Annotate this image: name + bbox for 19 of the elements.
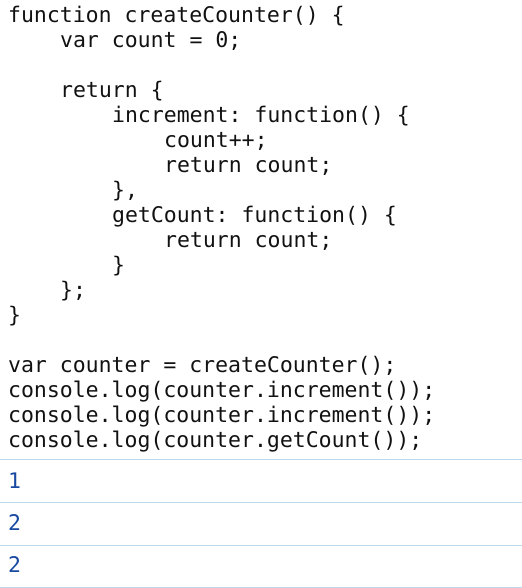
code-line: }: [112, 253, 125, 278]
code-line: return count;: [164, 228, 332, 253]
code-line: }: [8, 303, 21, 328]
code-line: var counter = createCounter();: [8, 353, 396, 378]
code-line: return count;: [164, 153, 332, 178]
code-line: var count = 0;: [60, 28, 242, 53]
console-output: 1: [8, 469, 21, 494]
code-line: console.log(counter.increment());: [8, 378, 436, 403]
code-line: return {: [60, 78, 164, 103]
code-line: console.log(counter.increment());: [8, 403, 436, 428]
code-line: getCount: function() {: [112, 203, 397, 228]
code-line: },: [112, 178, 138, 203]
code-line: increment: function() {: [112, 103, 410, 128]
code-line: count++;: [164, 128, 268, 153]
code-line: function createCounter() {: [8, 3, 345, 28]
console-output: 2: [8, 553, 21, 578]
code-line: console.log(counter.getCount());: [8, 428, 422, 453]
code-line: };: [60, 278, 86, 303]
console-output: 2: [8, 511, 21, 536]
